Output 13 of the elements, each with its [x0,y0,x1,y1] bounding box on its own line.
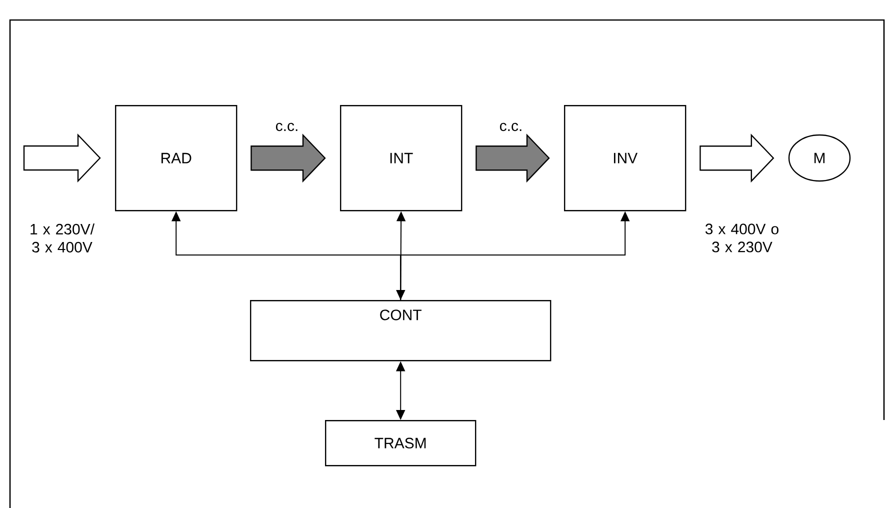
process-box: CONT [250,300,552,362]
process-box: RAD [115,105,238,212]
block-arrow [476,134,550,183]
block-arrow [700,134,774,183]
process-box: TRASM [325,420,476,466]
edge-label: c.c. [276,122,298,132]
block-arrow [23,134,101,182]
block-arrow [250,134,326,183]
process-box: INT [340,105,462,212]
process-box: INV [564,105,686,212]
edge-label: c.c. [500,122,522,132]
edge-label: 3 x 400V o 3 x 230V [705,224,778,252]
edge-label: 1 x 230V/ 3 x 400V [30,224,95,252]
